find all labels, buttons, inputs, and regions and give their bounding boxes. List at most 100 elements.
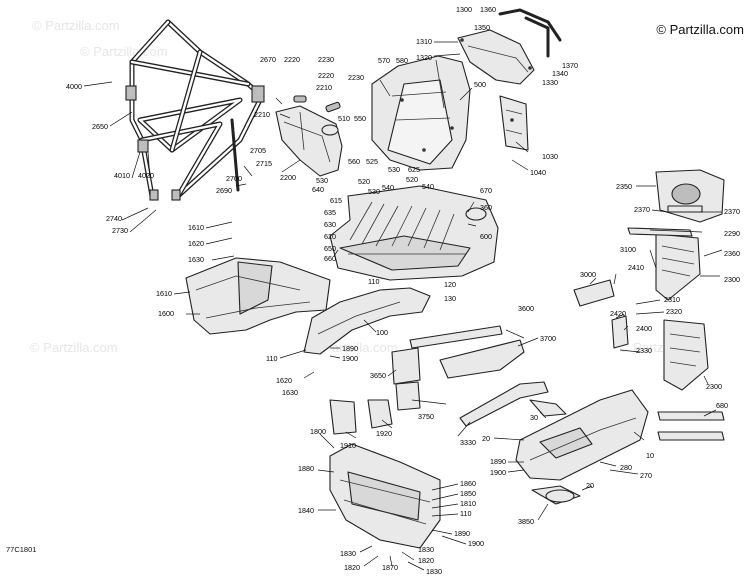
watermark: © Partzilla.com (30, 340, 118, 355)
part-number-label: 2320 (666, 307, 682, 316)
part-number-label: 2690 (216, 186, 232, 195)
part-number-label: 500 (474, 80, 486, 89)
part-number-label: 2360 (724, 249, 740, 258)
part-number-label: 2715 (256, 159, 272, 168)
side-panel-2200 (275, 95, 343, 177)
part-number-label: 3850 (518, 517, 534, 526)
part-number-label: 2230 (348, 73, 364, 82)
part-number-label: 1350 (474, 23, 490, 32)
part-number-label: 3100 (620, 245, 636, 254)
part-number-label: 2230 (318, 55, 334, 64)
dash-panels-2300 (627, 169, 725, 391)
part-number-label: 520 (406, 175, 418, 184)
part-number-label: 2370 (634, 205, 650, 214)
bars-680 (657, 411, 725, 441)
firewall-panel-500 (371, 55, 471, 171)
part-number-label: 280 (620, 463, 632, 472)
part-number-label: 3650 (370, 371, 386, 380)
part-number-label: 640 (312, 185, 324, 194)
part-number-label: 3700 (540, 334, 556, 343)
part-number-label: 540 (422, 182, 434, 191)
rear-panel-1800 (329, 443, 441, 549)
part-number-label: 2420 (610, 309, 626, 318)
part-number-label: 680 (716, 401, 728, 410)
part-number-label: 20 (586, 481, 594, 490)
sill-rail-100 (303, 287, 431, 355)
part-number-label: 4000 (66, 82, 82, 91)
partzilla-brand: © Partzilla.com (656, 22, 744, 37)
bracket-plate-1030 (499, 95, 529, 151)
part-number-label: 540 (382, 183, 394, 192)
part-number-labels: 4000 2650 4010 4020 2740 2730 2670 2220 … (66, 5, 740, 576)
part-number-label: 110 (266, 354, 277, 363)
part-number-label: 1800 (310, 427, 326, 436)
part-number-label: 20 (482, 434, 490, 443)
part-number-label: 4010 (114, 171, 130, 180)
part-number-label: 2410 (628, 263, 644, 272)
part-number-label: 1610 (156, 289, 172, 298)
part-number-label: 3330 (460, 438, 476, 447)
diagram-code: 77C1801 (6, 545, 37, 554)
part-number-label: 4020 (138, 171, 154, 180)
part-number-label: 550 (354, 114, 366, 123)
part-number-label: 1900 (342, 354, 358, 363)
part-number-label: 1840 (298, 506, 314, 515)
part-number-label: 360 (480, 203, 492, 212)
part-number-label: 10 (646, 451, 654, 460)
trim-strips (391, 325, 549, 427)
part-number-label: 530 (388, 165, 400, 174)
part-number-label: 1370 (562, 61, 578, 70)
leader-lines (83, 41, 723, 571)
part-number-label: 525 (366, 157, 378, 166)
part-number-label: 1330 (542, 78, 558, 87)
part-number-label: 2220 (284, 55, 300, 64)
part-number-label: 2350 (616, 182, 632, 191)
part-number-label: 1360 (480, 5, 496, 14)
part-number-label: 1630 (282, 388, 298, 397)
part-number-label: 2650 (92, 122, 108, 131)
part-number-label: 1310 (416, 37, 432, 46)
part-number-label: 1340 (552, 69, 568, 78)
part-number-label: 2730 (112, 226, 128, 235)
part-number-label: 670 (480, 186, 492, 195)
part-number-label: 1620 (276, 376, 292, 385)
part-number-label: 3600 (518, 304, 534, 313)
part-number-label: 2290 (724, 229, 740, 238)
part-number-label: 625 (408, 165, 420, 174)
part-number-label: 1320 (416, 53, 432, 62)
part-number-label: 110 (460, 509, 471, 518)
part-number-label: 2310 (664, 295, 680, 304)
part-number-label: 1820 (418, 556, 434, 565)
part-number-label: 2740 (106, 214, 122, 223)
part-number-label: 110 (368, 277, 379, 286)
part-number-label: 1620 (188, 239, 204, 248)
part-number-label: 1850 (460, 489, 476, 498)
part-number-label: 1910 (340, 441, 356, 450)
part-number-label: 1880 (298, 464, 314, 473)
part-number-label: 570 (378, 56, 390, 65)
watermark: © Partzilla.com (80, 44, 168, 59)
part-number-label: 2220 (318, 71, 334, 80)
part-number-label: 2200 (280, 173, 296, 182)
part-number-label: 660 (324, 254, 336, 263)
part-number-label: 650 (324, 244, 336, 253)
part-number-label: 1040 (530, 168, 546, 177)
part-number-label: 520 (358, 177, 370, 186)
part-number-label: 1610 (188, 223, 204, 232)
part-number-label: 1830 (426, 567, 442, 576)
part-number-label: 2670 (260, 55, 276, 64)
part-number-label: 130 (444, 294, 456, 303)
part-number-label: 1030 (542, 152, 558, 161)
part-number-label: 2705 (250, 146, 266, 155)
part-number-label: 2700 (226, 174, 242, 183)
part-number-label: 2300 (724, 275, 740, 284)
floor-tray-600 (329, 185, 499, 281)
panels-1910-1920 (329, 399, 393, 435)
roll-cage-part (125, 19, 265, 201)
part-number-label: 630 (324, 220, 336, 229)
part-number-label: 1820 (344, 563, 360, 572)
part-number-label: 1600 (158, 309, 174, 318)
part-number-label: 600 (480, 232, 492, 241)
watermark: © Partzilla.com (32, 18, 120, 33)
